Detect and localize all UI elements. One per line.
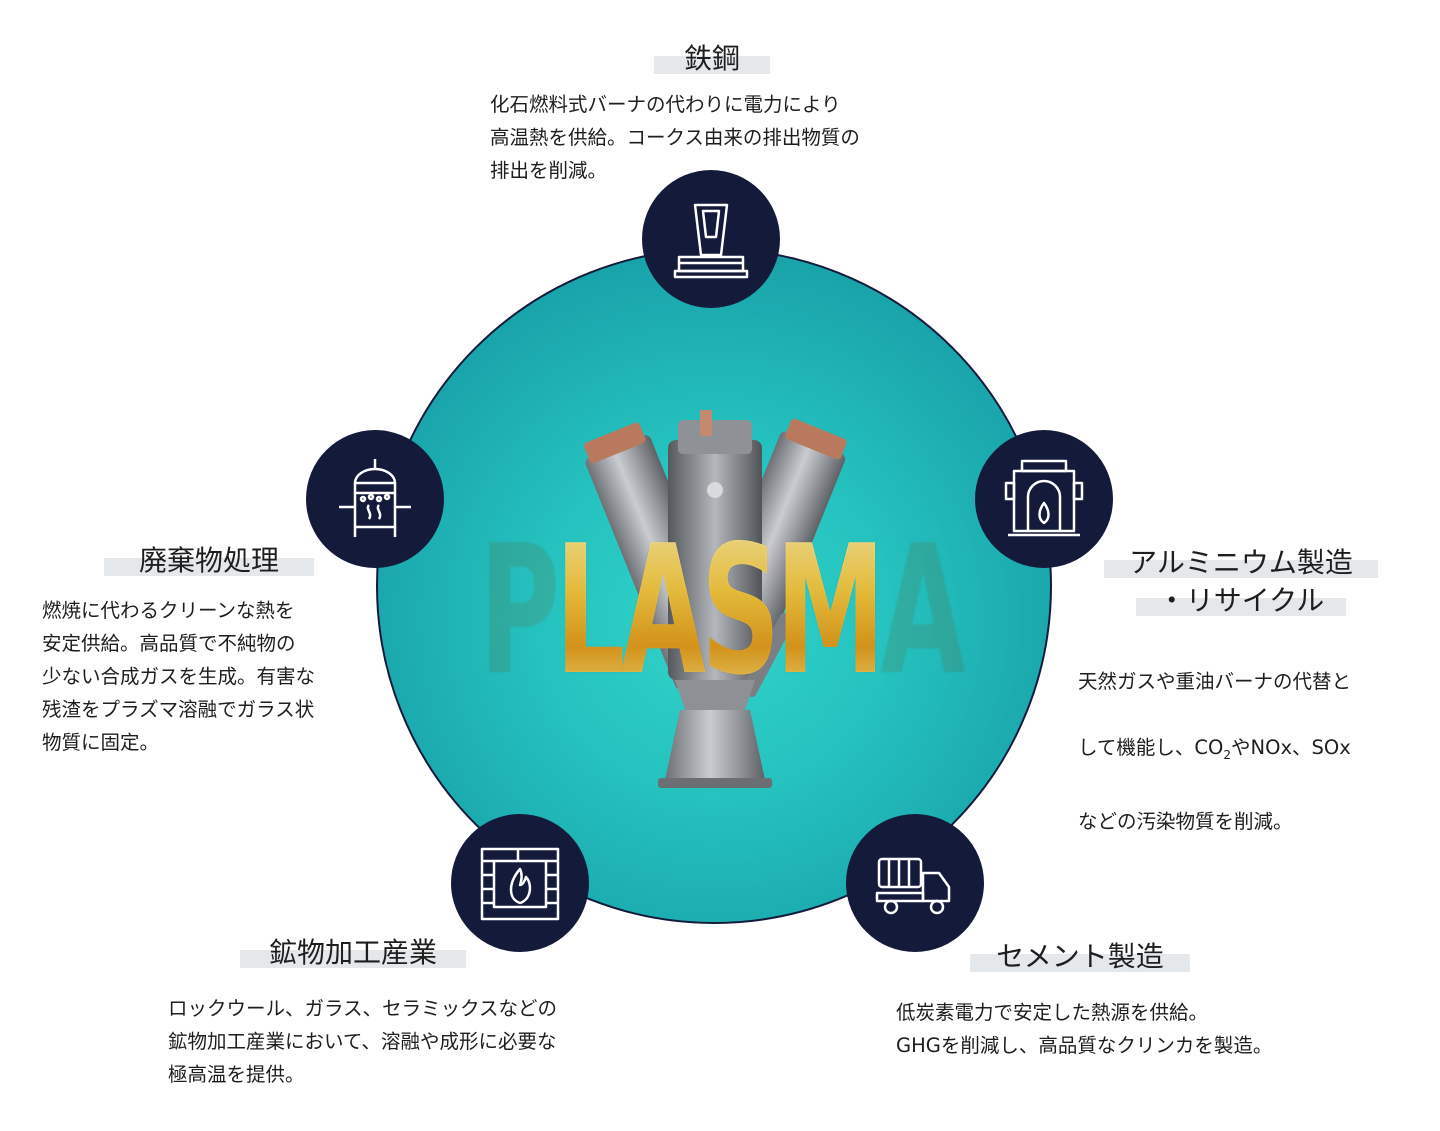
aluminium-desc-subscript: 2 (1223, 747, 1232, 762)
cement-label: セメント製造 (970, 942, 1190, 972)
furnace-ladle-icon (673, 203, 749, 279)
waste-description: 燃焼に代わるクリーンな熱を 安定供給。高品質で不純物の 少ない合成ガスを生成。有… (42, 599, 316, 754)
steel-node (642, 170, 780, 308)
cement-node (846, 814, 984, 952)
steel-label: 鉄鋼 (654, 44, 770, 74)
aluminium-desc-line3: などの汚染物質を削減。 (1078, 809, 1293, 833)
cement-description: 低炭素電力で安定した熱源を供給。 GHGを削減し、高品質なクリンカを製造。 (896, 1001, 1273, 1057)
waste-label: 廃棄物処理 (104, 546, 314, 576)
plasma-torch-machine-illustration (584, 410, 847, 788)
brick-kiln-fire-icon (480, 847, 560, 921)
waste-node (306, 430, 444, 568)
aluminium-desc-line2-b: やNOx、SOx (1231, 736, 1351, 759)
mineral-node (451, 814, 589, 952)
aluminium-description: 天然ガスや重油バーナの代替と して機能し、CO2やNOx、SOx などの汚染物質… (1078, 632, 1428, 871)
plasma-title: PLASMA (479, 506, 966, 714)
smelting-furnace-icon (1004, 459, 1084, 537)
aluminium-desc-line1: 天然ガスや重油バーナの代替と (1078, 670, 1352, 693)
gasifier-reactor-icon (339, 459, 411, 537)
aluminium-node (975, 430, 1113, 568)
mineral-label: 鉱物加工産業 (240, 938, 466, 968)
cement-truck-icon (875, 857, 951, 915)
aluminium-desc-line2-a: して機能し、CO (1078, 736, 1224, 759)
mineral-description: ロックウール、ガラス、セラミックスなどの 鉱物加工産業において、溶融や成形に必要… (168, 997, 558, 1086)
aluminium-label-line2: ・リサイクル (1136, 586, 1346, 616)
aluminium-desc-line2: して機能し、CO2やNOx、SOx (1078, 731, 1428, 772)
aluminium-label-line1: アルミニウム製造 (1104, 548, 1378, 578)
steel-description: 化石燃料式バーナの代わりに電力により 高温熱を供給。コークス由来の排出物質の 排… (490, 93, 860, 182)
